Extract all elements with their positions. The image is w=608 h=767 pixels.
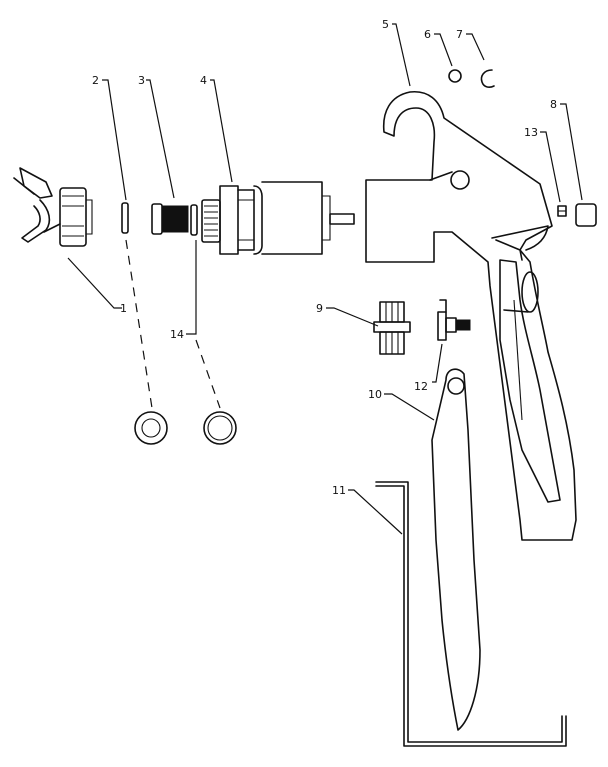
- tip-housing-part: [201, 181, 355, 255]
- trigger-part: [431, 368, 481, 731]
- callout-2: 2: [92, 74, 99, 87]
- callout-6: 6: [424, 28, 431, 41]
- gun-body-part: [365, 91, 577, 541]
- washer-b-part: [203, 411, 237, 445]
- o-ring-part: [190, 204, 198, 236]
- callout-1: 1: [120, 302, 127, 315]
- trigger-pin-part: [437, 299, 471, 341]
- gasket-part: [121, 202, 129, 234]
- callout-7: 7: [456, 28, 463, 41]
- nut-part: [557, 205, 567, 217]
- callout-8: 8: [550, 98, 557, 111]
- filter-part: [151, 203, 189, 235]
- dashed-leaders: [125, 239, 221, 409]
- callout-5: 5: [382, 18, 389, 31]
- callout-labels: 1 2 3 4 5 6 7 8 9 10 11 12 13 14: [92, 18, 557, 497]
- callout-3: 3: [138, 74, 145, 87]
- callout-12: 12: [414, 380, 428, 393]
- valve-part: [373, 301, 411, 355]
- callout-11: 11: [332, 484, 346, 497]
- callout-14: 14: [170, 328, 184, 341]
- callout-10: 10: [368, 388, 382, 401]
- leader-lines: [67, 23, 583, 535]
- clip-part: [480, 69, 495, 88]
- washer-a-part: [134, 411, 168, 445]
- callout-4: 4: [200, 74, 207, 87]
- callout-13: 13: [524, 126, 538, 139]
- trigger-guard-part: [375, 481, 567, 747]
- tip-guard-part: [13, 167, 93, 247]
- callout-9: 9: [316, 302, 323, 315]
- ring-part: [448, 69, 462, 83]
- plug-part: [575, 203, 597, 227]
